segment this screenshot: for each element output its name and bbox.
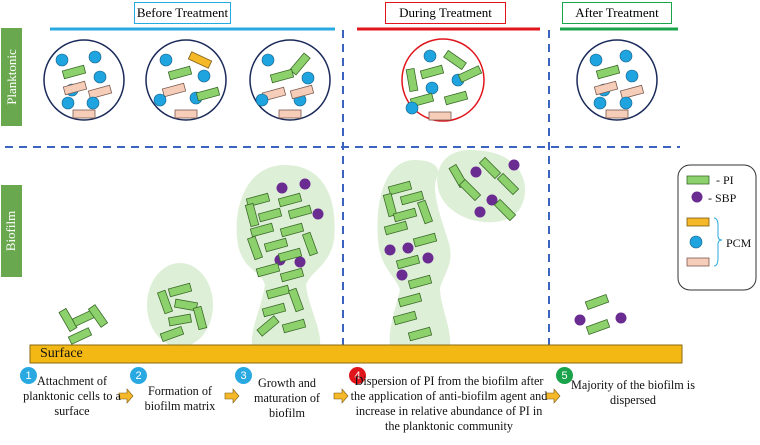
phase-during: During Treatment xyxy=(385,2,506,24)
planktonic-label: Planktonic xyxy=(1,28,22,126)
phase-before: Before Treatment xyxy=(134,2,231,24)
legend-sbp-icon xyxy=(691,191,703,203)
planktonic-cell-during xyxy=(401,38,485,122)
biofilm-stage-1 xyxy=(58,304,108,345)
step-1-text: Attachment of planktonic cells to a surf… xyxy=(23,374,121,418)
phase-after: After Treatment xyxy=(562,2,672,24)
planktonic-cell-after xyxy=(576,39,658,121)
legend-pcm: PCM xyxy=(726,236,752,250)
planktonic-cell-1 xyxy=(43,39,125,121)
planktonic-cell-3 xyxy=(249,39,331,121)
legend-pcm-bar-icon xyxy=(686,217,710,227)
biofilm-label: Biofilm xyxy=(1,185,22,277)
step-5-text: Majority of the biofilm is dispersed xyxy=(571,378,695,407)
surface-label: Surface xyxy=(40,346,83,361)
planktonic-cell-2 xyxy=(145,39,227,121)
biofilm-stage-2 xyxy=(147,263,213,347)
surface-bar xyxy=(29,344,683,364)
step-5-number: 5 xyxy=(556,367,573,384)
legend-brace-icon xyxy=(713,217,723,267)
step-1-number: 1 xyxy=(20,367,37,384)
step-4-number: 4 xyxy=(349,367,366,384)
step-2-number: 2 xyxy=(130,367,147,384)
legend-pi: - PI xyxy=(716,173,734,187)
legend-pi-icon xyxy=(686,175,710,185)
step-3-number: 3 xyxy=(235,367,252,384)
biofilm-stage-5 xyxy=(574,294,627,335)
biofilm-stage-3 xyxy=(236,165,335,345)
step-4-text: Dispersion of PI from the biofilm after … xyxy=(350,374,548,433)
legend-pcm-dot-icon xyxy=(689,235,703,249)
step-3-text: Growth and maturation of biofilm xyxy=(254,376,320,420)
biofilm-stage-4 xyxy=(377,150,526,345)
legend-pcm-pink-icon xyxy=(686,257,710,267)
step-arrows xyxy=(118,388,561,404)
step-2-text: Formation of biofilm matrix xyxy=(144,384,216,413)
legend-sbp: - SBP xyxy=(708,191,737,205)
